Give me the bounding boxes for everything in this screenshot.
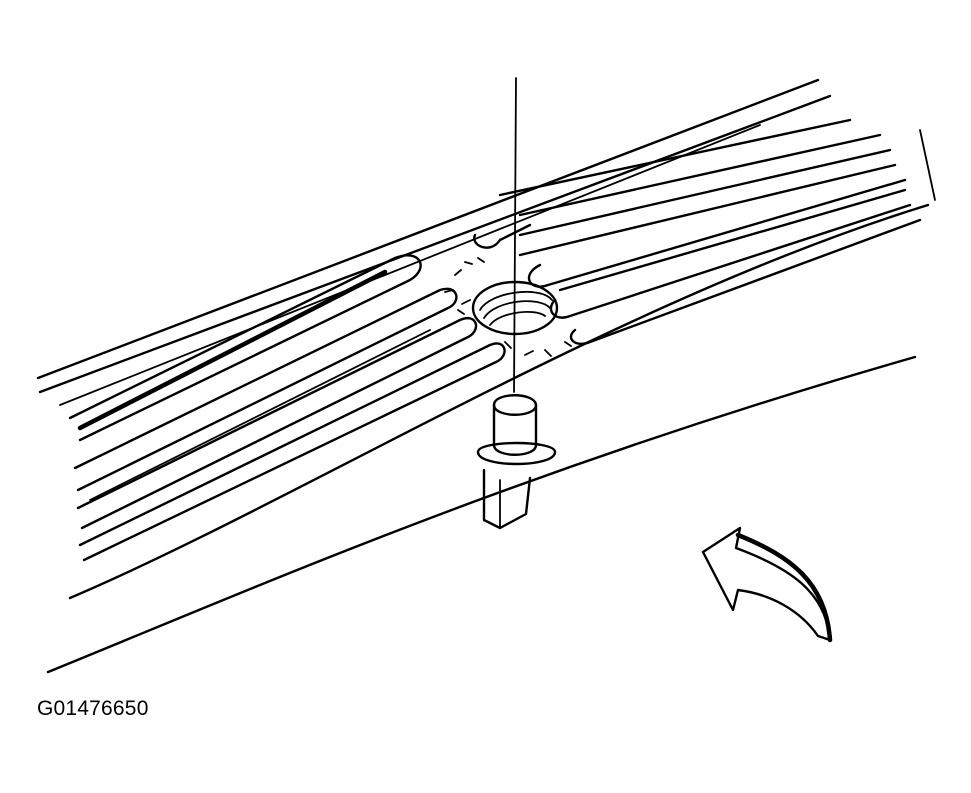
retaining-clip <box>476 394 557 530</box>
direction-arrow-icon <box>701 526 833 643</box>
sill-ribs-left <box>68 254 506 562</box>
sill-plate <box>36 78 936 674</box>
guide-line <box>513 77 517 393</box>
figure-id-label: G01476650 <box>37 697 149 720</box>
sill-ribs-right <box>473 118 922 345</box>
